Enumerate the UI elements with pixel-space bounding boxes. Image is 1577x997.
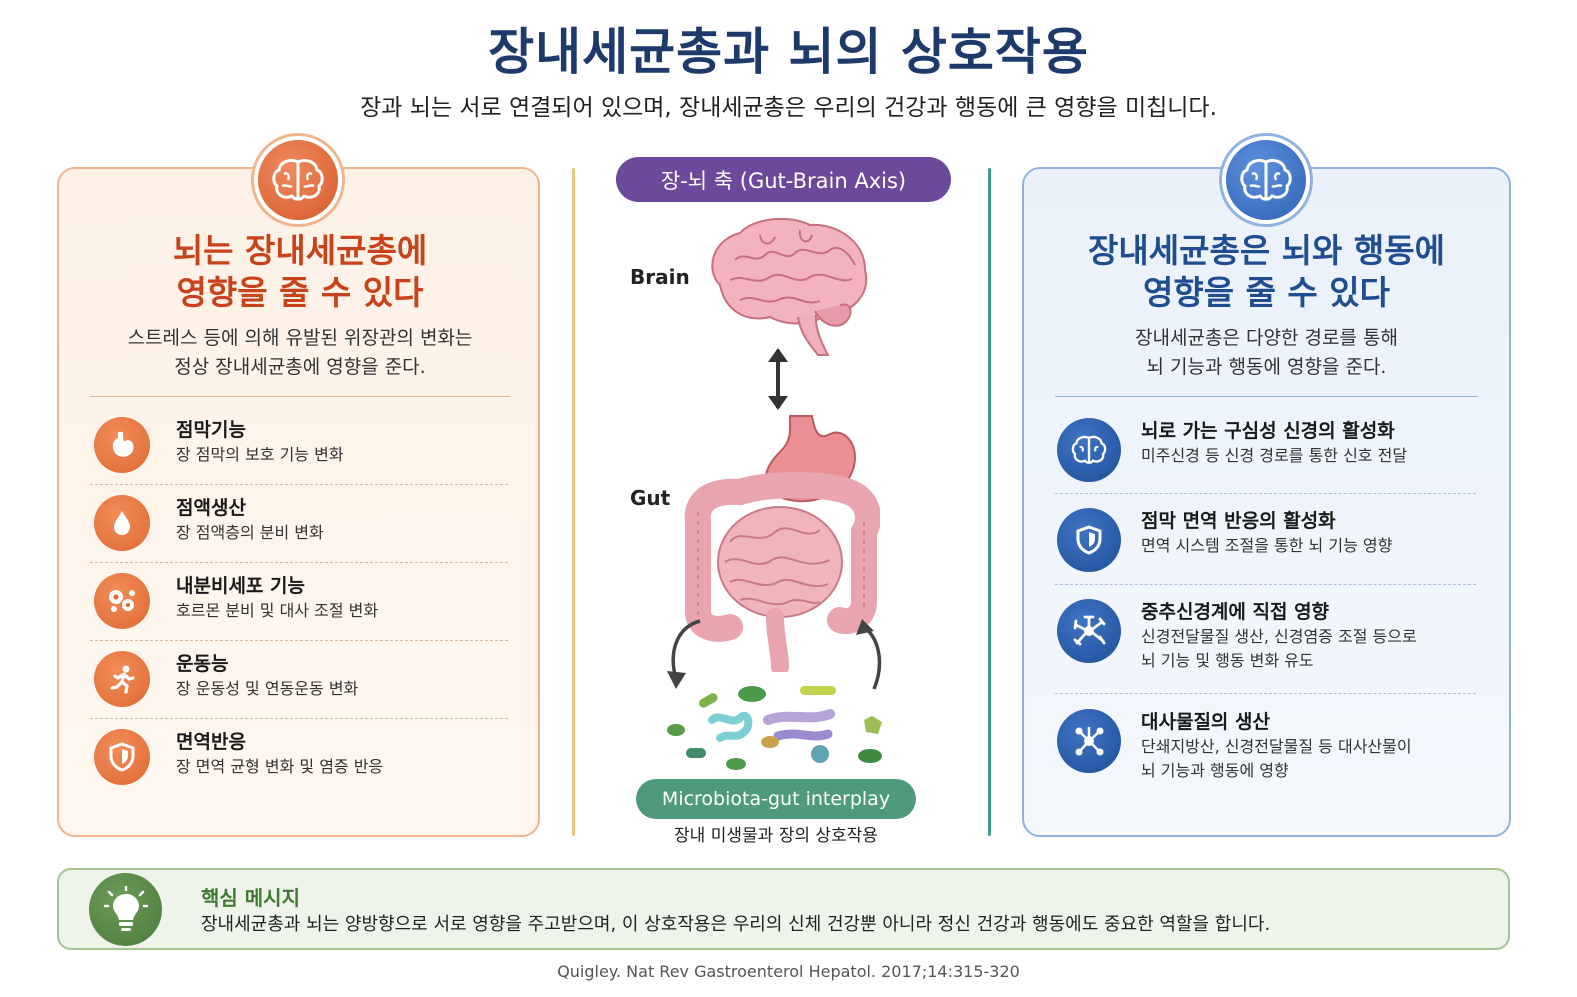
brain-illustration (711, 217, 868, 356)
brain-icon (1222, 136, 1310, 224)
item-separator (1055, 584, 1476, 585)
left-heading-line1: 뇌는 장내세균총에 (172, 231, 428, 270)
left-heading: 뇌는 장내세균총에 영향을 줄 수 있다 (60, 230, 540, 314)
item-desc: 장 운동성 및 연동운동 변화 (176, 679, 359, 698)
item-desc: 뇌 기능과 행동에 영향 (1141, 761, 1289, 780)
gut-brain-axis-label: 장-뇌 축 (Gut-Brain Axis) (616, 157, 951, 202)
item-separator (90, 562, 508, 563)
item-title: 중추신경계에 직접 영향 (1141, 601, 1330, 623)
running-person-icon (94, 651, 150, 707)
list-item: 뇌로 가는 구심성 신경의 활성화 미주신경 등 신경 경로를 통한 신호 전달 (1057, 418, 1407, 482)
item-desc: 장 점막의 보호 기능 변화 (176, 445, 344, 464)
microbiota-gut-interplay-label: Microbiota-gut interplay (636, 779, 916, 819)
item-desc: 면역 시스템 조절을 통한 뇌 기능 영향 (1141, 536, 1393, 555)
stomach-icon (94, 417, 150, 473)
item-title: 점막 면역 반응의 활성화 (1141, 510, 1336, 532)
item-desc: 뇌 기능 및 행동 변화 유도 (1141, 651, 1314, 670)
citation: Quigley. Nat Rev Gastroenterol Hepatol. … (557, 962, 1020, 981)
item-separator (1055, 493, 1476, 494)
microbiota-gut-interplay-subtitle: 장내 미생물과 장의 상호작용 (674, 826, 878, 846)
right-description: 장내세균총은 다양한 경로를 통해 뇌 기능과 행동에 영향을 준다. (1022, 324, 1511, 382)
page-subtitle: 장과 뇌는 서로 연결되어 있으며, 장내세균총은 우리의 건강과 행동에 큰 … (360, 95, 1217, 121)
brain-label: Brain (630, 265, 690, 289)
cells-icon (94, 573, 150, 629)
microbiota-illustration (667, 686, 882, 770)
item-desc: 신경전달물질 생산, 신경염증 조절 등으로 (1141, 627, 1417, 646)
right-heading-line1: 장내세균총은 뇌와 행동에 (1088, 231, 1445, 270)
item-desc: 단쇄지방산, 신경전달물질 등 대사산물이 (1141, 737, 1412, 756)
item-desc: 호르몬 분비 및 대사 조절 변화 (176, 601, 379, 620)
left-vertical-divider (572, 168, 575, 836)
left-description: 스트레스 등에 의해 유발된 위장관의 변화는 정상 장내세균총에 영향을 준다… (60, 324, 540, 382)
left-desc-line1: 스트레스 등에 의해 유발된 위장관의 변화는 (127, 327, 473, 349)
molecule-icon (1057, 709, 1121, 773)
item-desc: 장 면역 균형 변화 및 염증 반응 (176, 757, 384, 776)
right-divider (1055, 396, 1478, 397)
list-item: 운동능 장 운동성 및 연동운동 변화 (94, 651, 358, 707)
lightbulb-icon (89, 873, 162, 946)
item-title: 내분비세포 기능 (176, 575, 305, 597)
left-heading-line2: 영향을 줄 수 있다 (176, 273, 424, 312)
list-item: 점막 면역 반응의 활성화 면역 시스템 조절을 통한 뇌 기능 영향 (1057, 508, 1392, 572)
right-desc-line1: 장내세균총은 다양한 경로를 통해 (1135, 327, 1398, 349)
brain-icon (254, 136, 342, 224)
right-vertical-divider (988, 168, 991, 836)
brain-icon (1057, 418, 1121, 482)
item-separator (90, 484, 508, 485)
item-title: 운동능 (176, 653, 229, 675)
shield-icon (94, 729, 150, 785)
list-item: 중추신경계에 직접 영향 신경전달물질 생산, 신경염증 조절 등으로 뇌 기능… (1057, 599, 1417, 673)
gut-illustration (684, 415, 880, 672)
item-title: 대사물질의 생산 (1141, 711, 1270, 733)
droplet-icon (94, 495, 150, 551)
list-item: 면역반응 장 면역 균형 변화 및 염증 반응 (94, 729, 383, 785)
right-heading: 장내세균총은 뇌와 행동에 영향을 줄 수 있다 (1022, 230, 1511, 314)
list-item: 대사물질의 생산 단쇄지방산, 신경전달물질 등 대사산물이 뇌 기능과 행동에… (1057, 709, 1412, 783)
left-divider (90, 396, 510, 397)
item-title: 점액생산 (176, 497, 246, 519)
key-message-text: 장내세균총과 뇌는 양방향으로 서로 영향을 주고받으며, 이 상호작용은 우리… (201, 914, 1271, 935)
item-title: 점막기능 (176, 419, 246, 441)
cycle-arrow-right-icon (856, 619, 882, 690)
list-item: 점액생산 장 점액층의 분비 변화 (94, 495, 324, 551)
bidirectional-arrow-icon (768, 348, 788, 410)
list-item: 내분비세포 기능 호르몬 분비 및 대사 조절 변화 (94, 573, 378, 629)
list-item: 점막기능 장 점막의 보호 기능 변화 (94, 417, 344, 473)
item-title: 뇌로 가는 구심성 신경의 활성화 (1141, 420, 1395, 442)
key-message-title: 핵심 메시지 (201, 886, 300, 910)
left-desc-line2: 정상 장내세균총에 영향을 준다. (174, 356, 426, 378)
page-title: 장내세균총과 뇌의 상호작용 (488, 23, 1089, 81)
item-separator (90, 640, 508, 641)
item-title: 면역반응 (176, 731, 246, 753)
right-heading-line2: 영향을 줄 수 있다 (1143, 273, 1390, 312)
item-separator (90, 718, 508, 719)
neuron-icon (1057, 599, 1121, 663)
gut-label: Gut (630, 486, 671, 510)
item-desc: 미주신경 등 신경 경로를 통한 신호 전달 (1141, 446, 1408, 465)
shield-icon (1057, 508, 1121, 572)
key-message-box (57, 868, 1510, 950)
cycle-arrow-left-icon (667, 619, 701, 689)
right-desc-line2: 뇌 기능과 행동에 영향을 준다. (1146, 356, 1387, 378)
item-separator (1055, 693, 1476, 694)
item-desc: 장 점액층의 분비 변화 (176, 523, 324, 542)
